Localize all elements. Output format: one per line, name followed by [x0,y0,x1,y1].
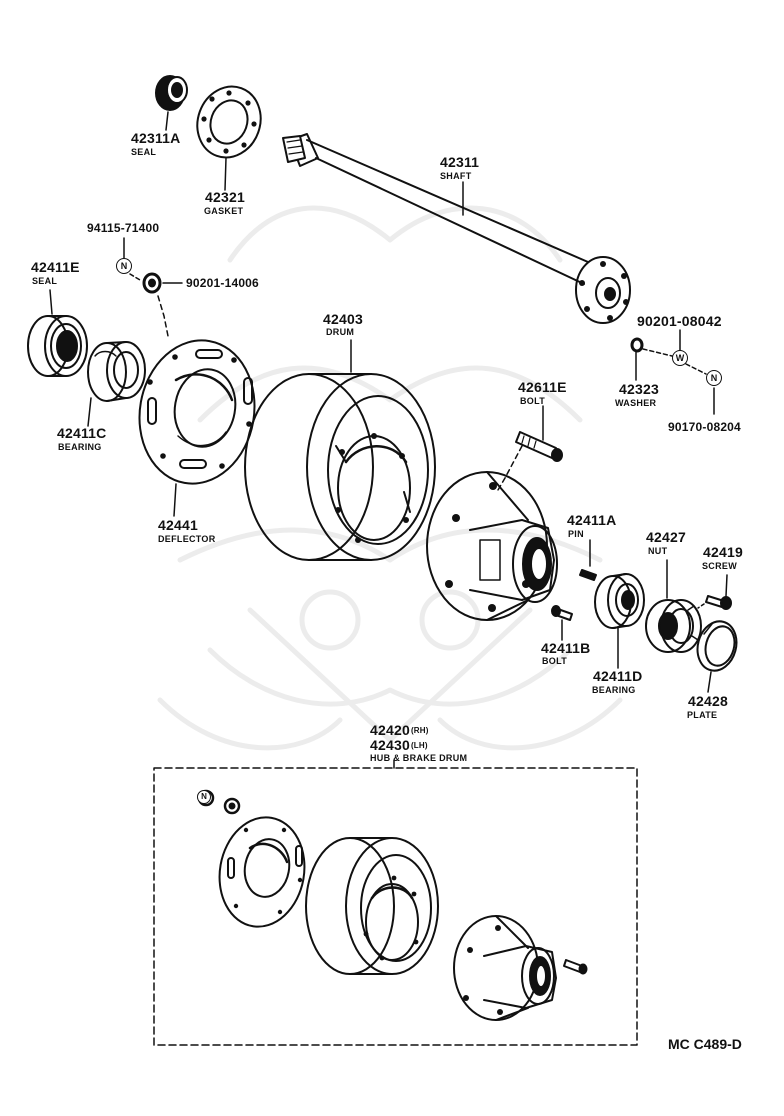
label-number-42411a: 42411A [567,512,617,528]
shaft-seal-drawing [155,75,188,111]
label-number-42441: 42441 [158,517,198,533]
assembly-number-lh: 42430(LH) [370,737,428,753]
label-number-42428: 42428 [688,693,728,709]
label-name-42411a: PIN [568,529,584,539]
label-number-42403: 42403 [323,311,363,327]
axle-shaft-drawing [282,133,631,324]
assembly-suffix-lh: (LH) [410,741,428,750]
assembly-name: HUB & BRAKE DRUM [370,753,468,763]
label-number-42311a: 42311A [131,130,181,146]
label-name-42427: NUT [648,546,668,556]
label-number-42411d: 42411D [593,668,643,684]
pin-drawing [579,569,597,581]
label-name-42411b: BOLT [542,656,568,666]
plate-drawing [696,620,738,672]
small-bolt-drawing [551,605,573,621]
label-number-90201-08042: 90201-08042 [637,313,722,329]
gasket-drawing [196,85,262,159]
assembly-number-rh: 42420(RH) [370,722,429,738]
hardware-nut-14006-drawing [142,272,162,294]
nut-marker-icon: N [197,790,211,804]
nut-marker-icon: N [706,370,722,386]
inner-bearing-drawing [87,341,146,402]
label-name-42419: SCREW [702,561,737,571]
nut-drawing [645,599,702,653]
label-number-42411c: 42411C [57,425,107,441]
assembly-box [153,759,638,1046]
outer-bearing-drawing [594,573,645,629]
nut-marker-icon: N [116,258,132,274]
label-number-42427: 42427 [646,529,686,545]
label-number-42323: 42323 [619,381,659,397]
diagram-reference-code: MC C489-D [668,1036,742,1052]
label-number-42411b: 42411B [541,640,591,656]
label-name-42411e: SEAL [32,276,58,286]
label-number-90170-08204: 90170-08204 [668,420,741,434]
label-number-94115-71400: 94115-71400 [87,221,160,235]
assembly-suffix-rh: (RH) [410,726,429,735]
label-name-42411c: BEARING [58,442,102,452]
label-number-42419: 42419 [703,544,743,560]
label-name-42323: WASHER [615,398,657,408]
hub-seal-drawing [27,315,88,377]
watermark-emblem [157,205,623,751]
label-number-42321: 42321 [205,189,245,205]
washer-42323-drawing [630,337,644,353]
brake-drum-drawing [244,373,436,561]
label-name-42403: DRUM [326,327,355,337]
assembly-hub-drawing [453,915,588,1021]
label-number-90201-14006: 90201-14006 [186,276,259,290]
hub-drawing [426,471,558,621]
label-name-42441: DEFLECTOR [158,534,216,544]
label-name-42321: GASKET [204,206,244,216]
label-number-42611e: 42611E [518,379,567,395]
screw-drawing [705,595,732,610]
label-name-42311a: SEAL [131,147,157,157]
label-name-42411d: BEARING [592,685,636,695]
label-name-42311: SHAFT [440,171,472,181]
hub-bolt-drawing [515,431,563,462]
label-name-42611e: BOLT [520,396,546,406]
washer-marker-icon: W [672,350,688,366]
label-number-42411e: 42411E [31,259,80,275]
label-number-42311: 42311 [440,154,480,170]
assembly-drum-drawing [305,837,439,975]
assembly-deflector-drawing [218,816,306,928]
label-name-42428: PLATE [687,710,718,720]
